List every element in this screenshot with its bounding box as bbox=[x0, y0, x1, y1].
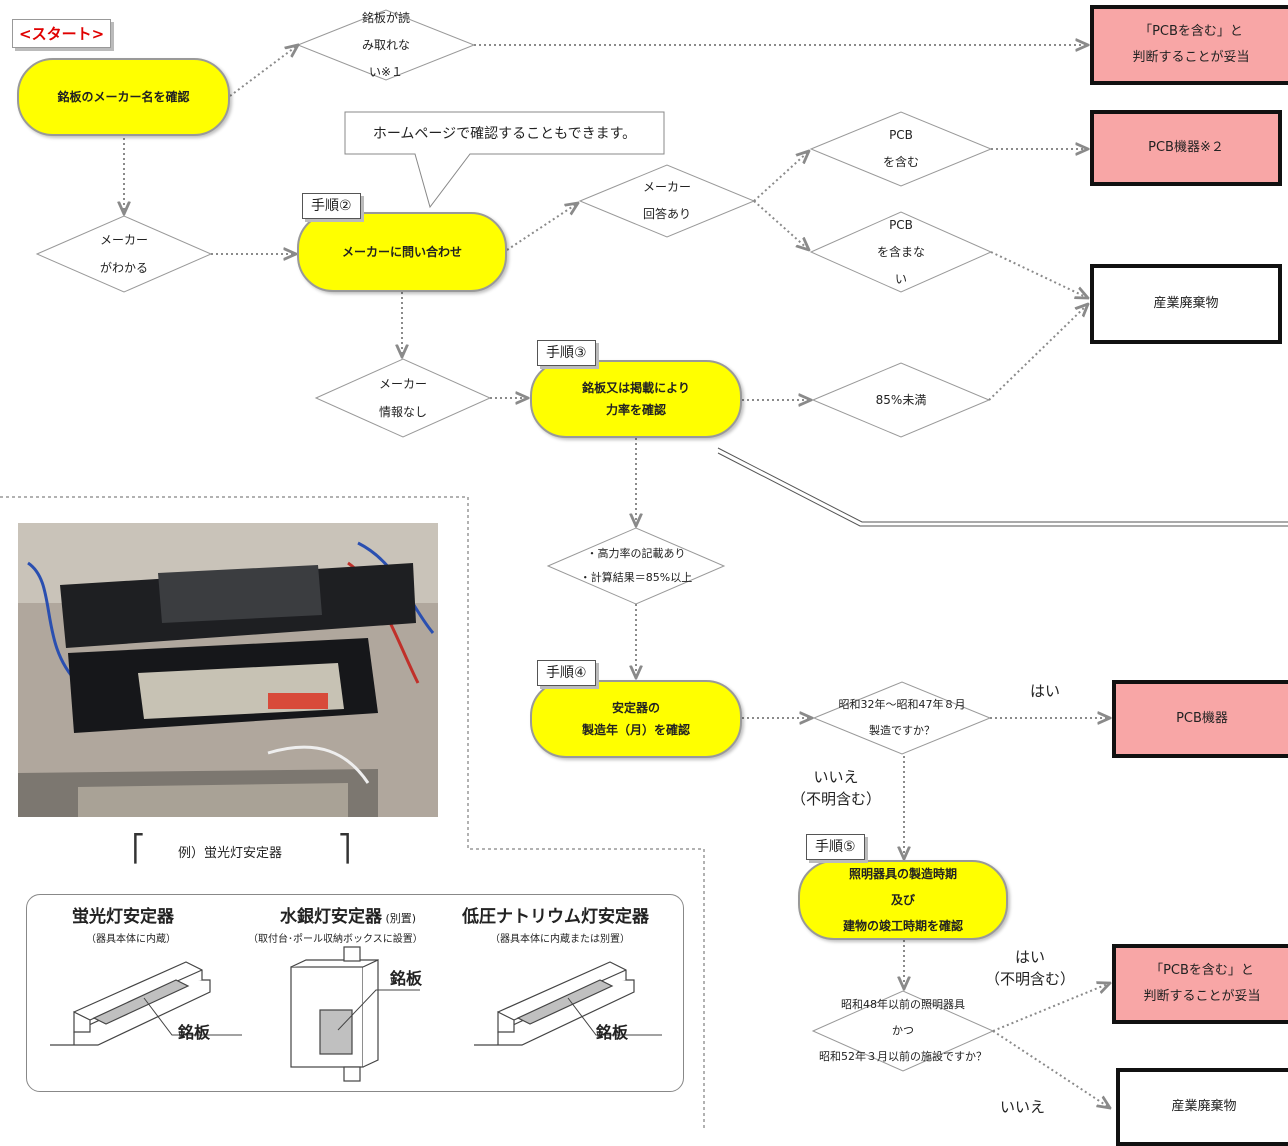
decision-maker-answered-text: メーカー 回答あり bbox=[580, 165, 754, 237]
answer-no-unknown: いいえ （不明含む） bbox=[776, 766, 896, 810]
decision-before-text: 昭和48年以前の照明器具 かつ 昭和52年３月以前の施設ですか？ bbox=[803, 991, 1003, 1071]
decision-line: を含む bbox=[882, 155, 919, 169]
nameplate-label: 銘板 bbox=[596, 1023, 629, 1042]
result-industrial-waste-1: 産業廃棄物 bbox=[1090, 264, 1282, 344]
photo-caption: 例）蛍光灯安定器 bbox=[178, 846, 283, 861]
nameplate-label: 銘板 bbox=[390, 969, 423, 988]
decision-line: 85%未満 bbox=[875, 392, 927, 407]
process-label-line: 建物の竣工時期を確認 bbox=[842, 919, 963, 933]
result-pcb-device: PCB機器 bbox=[1112, 680, 1288, 758]
type-title: 蛍光灯安定器 bbox=[72, 907, 174, 927]
decision-line: メーカー bbox=[642, 180, 691, 194]
step-tag-3: 手順③ bbox=[537, 340, 596, 366]
decision-line: 回答あり bbox=[642, 207, 691, 221]
answer-yes-1: はい bbox=[1030, 682, 1061, 700]
type-sub: （器具本体に内蔵または別置） bbox=[490, 934, 630, 945]
decision-line: ・計算結果＝85%以上 bbox=[579, 571, 693, 584]
answer-no-2: いいえ bbox=[1000, 1098, 1046, 1116]
step-tag-5: 手順⑤ bbox=[806, 834, 865, 860]
result-pcb-device-note: PCB機器※２ bbox=[1090, 110, 1282, 186]
decision-line: メーカー bbox=[99, 233, 148, 247]
ballast-photo bbox=[18, 523, 438, 817]
decision-line: 昭和52年３月以前の施設ですか？ bbox=[819, 1050, 987, 1063]
callout-bubble bbox=[344, 111, 665, 209]
decision-line: 情報なし bbox=[378, 405, 427, 419]
answer-yes-unknown: はい （不明含む） bbox=[975, 946, 1085, 990]
nameplate-label: 銘板 bbox=[178, 1023, 211, 1042]
process-check-power-factor: 銘板又は掲載により 力率を確認 bbox=[530, 360, 742, 438]
decision-high-pf bbox=[546, 527, 726, 605]
process-label-line: 照明器具の製造時期 bbox=[848, 867, 957, 881]
answer-line: いいえ bbox=[813, 768, 859, 786]
answer-line: はい bbox=[1014, 948, 1045, 966]
decision-line: 銘板が読 bbox=[361, 10, 410, 25]
process-check-year: 安定器の 製造年（月）を確認 bbox=[530, 680, 742, 758]
type-title: 水銀灯安定器 (別置) bbox=[280, 902, 416, 927]
process-label: 銘板のメーカー名を確認 bbox=[57, 90, 190, 104]
result-line: 産業廃棄物 bbox=[1153, 296, 1219, 311]
process-confirm-maker: 銘板のメーカー名を確認 bbox=[17, 58, 230, 136]
ballast-photo-drawing bbox=[18, 523, 438, 817]
process-label-line: 安定器の bbox=[611, 701, 660, 715]
decision-maker-known-text: メーカー がわかる bbox=[37, 216, 211, 292]
result-line: PCB機器 bbox=[1176, 711, 1228, 726]
process-ask-maker: メーカーに問い合わせ bbox=[297, 212, 507, 292]
caption-bracket-left: ⎡ bbox=[132, 834, 145, 864]
decision-high-pf-text: ・高力率の記載あり ・計算結果＝85%以上 bbox=[548, 528, 724, 604]
type-title: 低圧ナトリウム灯安定器 bbox=[462, 907, 649, 927]
type-sub: （取付台･ポール収納ボックスに設置） bbox=[248, 934, 423, 945]
decision-line: メーカー bbox=[378, 377, 427, 391]
decision-line: 昭和32年～昭和47年８月 bbox=[838, 698, 966, 711]
decision-line: かつ bbox=[892, 1024, 914, 1037]
decision-line: い※１ bbox=[368, 64, 404, 79]
decision-line: 製造ですか？ bbox=[869, 724, 935, 737]
result-pcb-judged-2: 「PCBを含む」と 判断することが妥当 bbox=[1112, 944, 1288, 1024]
decision-unreadable-text: 銘板が読 み取れな い※１ bbox=[298, 5, 474, 85]
ballast-diagrams bbox=[50, 946, 662, 1082]
decision-line: を含まな bbox=[876, 244, 925, 259]
process-label-line: 力率を確認 bbox=[605, 403, 666, 417]
type-sub: （器具本体に内蔵） bbox=[86, 934, 176, 945]
result-line: 産業廃棄物 bbox=[1171, 1099, 1237, 1114]
decision-line: 昭和48年以前の照明器具 bbox=[841, 998, 965, 1011]
type-title-main: 水銀灯安定器 bbox=[280, 907, 382, 927]
answer-line: （不明含む） bbox=[790, 790, 881, 808]
decision-line: み取れな bbox=[361, 37, 410, 52]
process-check-fixture: 照明器具の製造時期 及び 建物の竣工時期を確認 bbox=[798, 860, 1008, 940]
decision-line: ・高力率の記載あり bbox=[586, 547, 686, 560]
result-industrial-waste-2: 産業廃棄物 bbox=[1116, 1068, 1288, 1146]
decision-no-maker-info-text: メーカー 情報なし bbox=[316, 359, 490, 437]
decision-year-range-text: 昭和32年～昭和47年８月 製造ですか？ bbox=[814, 682, 990, 754]
result-pcb-judged-1: 「PCBを含む」と 判断することが妥当 bbox=[1090, 5, 1288, 85]
decision-line: がわかる bbox=[99, 261, 148, 275]
process-label-line: 銘板又は掲載により bbox=[582, 381, 690, 395]
result-line: 「PCBを含む」と bbox=[1139, 24, 1243, 39]
callout-text: ホームページで確認することもできます。 bbox=[372, 126, 637, 142]
step-tag-4: 手順④ bbox=[537, 660, 596, 686]
process-label-line: 製造年（月）を確認 bbox=[581, 723, 690, 737]
result-line: 「PCBを含む」と bbox=[1150, 963, 1254, 978]
type-title-suffix: (別置) bbox=[382, 912, 417, 925]
caption-bracket-right: ⎤ bbox=[338, 834, 351, 864]
result-line: 判断することが妥当 bbox=[1132, 50, 1250, 65]
result-line: PCB機器※２ bbox=[1148, 140, 1224, 155]
decision-line: い bbox=[894, 271, 907, 286]
decision-line: PCB bbox=[889, 128, 913, 142]
start-tag: <スタート> bbox=[12, 19, 112, 48]
decision-line: PCB bbox=[889, 217, 913, 232]
process-label: メーカーに問い合わせ bbox=[341, 245, 462, 259]
step-tag-2: 手順② bbox=[302, 193, 361, 219]
decision-under-85-text: 85%未満 bbox=[813, 363, 989, 437]
decision-pcb-contains-text: PCB を含む bbox=[811, 112, 991, 186]
result-line: 判断することが妥当 bbox=[1143, 989, 1261, 1004]
decision-pcb-not-contains-text: PCB を含まな い bbox=[811, 212, 991, 292]
process-label-line: 及び bbox=[890, 893, 915, 907]
answer-line: （不明含む） bbox=[984, 970, 1075, 988]
